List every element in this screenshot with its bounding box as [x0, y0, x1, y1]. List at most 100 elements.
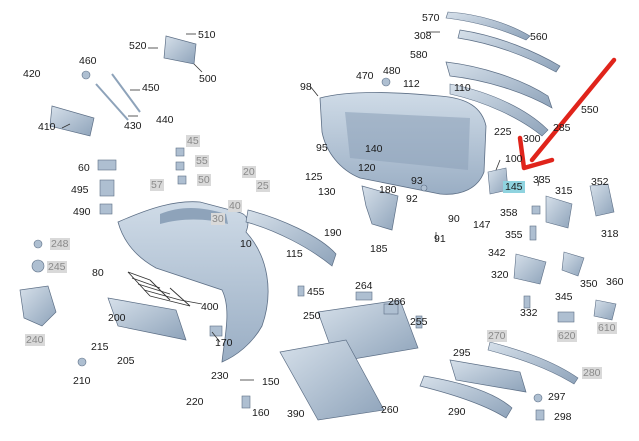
- part-label-25[interactable]: 25: [256, 180, 270, 192]
- part-label-210[interactable]: 210: [73, 375, 91, 387]
- part-label-455[interactable]: 455: [307, 286, 325, 298]
- part-label-98[interactable]: 98: [300, 81, 312, 93]
- part-label-350[interactable]: 350: [580, 278, 598, 290]
- part-label-297[interactable]: 297: [548, 391, 566, 403]
- part-label-495[interactable]: 495: [71, 184, 89, 196]
- part-label-248[interactable]: 248: [50, 238, 70, 250]
- part-label-80[interactable]: 80: [92, 267, 104, 279]
- part-label-112[interactable]: 112: [403, 78, 420, 90]
- part-label-20[interactable]: 20: [242, 166, 256, 178]
- part-label-345[interactable]: 345: [555, 291, 573, 303]
- underbody-cover-part: [279, 339, 385, 421]
- part-label-240[interactable]: 240: [25, 334, 45, 346]
- part-label-230[interactable]: 230: [211, 370, 229, 382]
- part-label-57[interactable]: 57: [150, 179, 164, 191]
- part-label-55[interactable]: 55: [195, 155, 209, 167]
- part-label-290[interactable]: 290: [448, 406, 466, 418]
- part-label-120[interactable]: 120: [358, 162, 376, 174]
- part-label-308[interactable]: 308: [414, 30, 432, 42]
- part-label-60[interactable]: 60: [78, 162, 90, 174]
- part-label-145[interactable]: 145: [503, 181, 525, 193]
- part-label-255[interactable]: 255: [410, 316, 428, 328]
- part-label-298[interactable]: 298: [554, 411, 572, 423]
- part-label-460[interactable]: 460: [79, 55, 97, 67]
- part-label-115[interactable]: 115: [286, 248, 303, 260]
- part-label-285[interactable]: 285: [553, 122, 571, 134]
- part-label-125[interactable]: 125: [305, 171, 323, 183]
- part-label-45[interactable]: 45: [186, 135, 200, 147]
- part-label-190[interactable]: 190: [324, 227, 342, 239]
- part-label-610[interactable]: 610: [597, 322, 617, 334]
- part-label-318[interactable]: 318: [601, 228, 619, 240]
- part-label-30[interactable]: 30: [211, 213, 225, 225]
- part-label-200[interactable]: 200: [108, 312, 126, 324]
- part-label-220[interactable]: 220: [186, 396, 204, 408]
- part-label-100[interactable]: 100: [505, 153, 523, 165]
- bumper-foil-part: [127, 271, 191, 307]
- part-label-320[interactable]: 320: [491, 269, 509, 281]
- part-label-358[interactable]: 358: [500, 207, 518, 219]
- part-label-270[interactable]: 270: [487, 330, 507, 342]
- part-label-40[interactable]: 40: [228, 200, 242, 212]
- part-label-352[interactable]: 352: [591, 176, 609, 188]
- part-label-170[interactable]: 170: [215, 337, 233, 349]
- part-label-550[interactable]: 550: [581, 104, 599, 116]
- side-mount-part: [589, 183, 615, 217]
- part-label-130[interactable]: 130: [318, 186, 336, 198]
- part-label-245[interactable]: 245: [47, 261, 67, 273]
- part-label-264[interactable]: 264: [355, 280, 373, 292]
- part-label-510[interactable]: 510: [198, 29, 216, 41]
- part-label-295[interactable]: 295: [453, 347, 471, 359]
- part-label-342[interactable]: 342: [488, 247, 506, 259]
- part-label-440[interactable]: 440: [156, 114, 174, 126]
- part-label-260[interactable]: 260: [381, 404, 399, 416]
- part-label-560[interactable]: 560: [530, 31, 548, 43]
- part-label-110[interactable]: 110: [454, 82, 471, 94]
- part-label-570[interactable]: 570: [422, 12, 440, 24]
- part-label-266[interactable]: 266: [388, 296, 406, 308]
- part-label-300[interactable]: 300: [523, 133, 541, 145]
- part-label-355[interactable]: 355: [505, 229, 523, 241]
- part-label-150[interactable]: 150: [262, 376, 280, 388]
- part-label-95[interactable]: 95: [316, 142, 328, 154]
- part-label-215[interactable]: 215: [91, 341, 109, 353]
- part-label-147[interactable]: 147: [473, 219, 491, 231]
- part-label-180[interactable]: 180: [379, 184, 397, 196]
- part-label-430[interactable]: 430: [124, 120, 142, 132]
- part-label-620[interactable]: 620: [557, 330, 577, 342]
- side-mount-part: [513, 253, 547, 285]
- part-label-520[interactable]: 520: [129, 40, 147, 52]
- spoiler-lip-part: [457, 29, 561, 73]
- part-label-410[interactable]: 410: [38, 121, 56, 133]
- part-label-400[interactable]: 400: [201, 301, 219, 313]
- part-label-390[interactable]: 390: [287, 408, 305, 420]
- side-mount-part: [545, 195, 573, 229]
- part-label-160[interactable]: 160: [252, 407, 270, 419]
- part-label-93[interactable]: 93: [411, 175, 423, 187]
- part-label-490[interactable]: 490: [73, 206, 91, 218]
- front-spoiler-part: [445, 61, 553, 109]
- part-label-280[interactable]: 280: [582, 367, 602, 379]
- part-label-500[interactable]: 500: [199, 73, 217, 85]
- part-label-315[interactable]: 315: [555, 185, 573, 197]
- part-label-91[interactable]: 91: [434, 233, 446, 245]
- part-label-480[interactable]: 480: [383, 65, 401, 77]
- part-label-420[interactable]: 420: [23, 68, 41, 80]
- part-label-470[interactable]: 470: [356, 70, 374, 82]
- part-label-225[interactable]: 225: [494, 126, 512, 138]
- part-label-50[interactable]: 50: [197, 174, 211, 186]
- part-label-90[interactable]: 90: [448, 213, 460, 225]
- part-label-10[interactable]: 10: [240, 238, 252, 250]
- bumper-bracket-part: [361, 185, 399, 231]
- part-label-450[interactable]: 450: [142, 82, 160, 94]
- part-label-92[interactable]: 92: [406, 193, 418, 205]
- part-label-360[interactable]: 360: [606, 276, 624, 288]
- part-label-332[interactable]: 332: [520, 307, 538, 319]
- part-label-185[interactable]: 185: [370, 243, 388, 255]
- part-label-250[interactable]: 250: [303, 310, 321, 322]
- part-label-140[interactable]: 140: [365, 143, 383, 155]
- part-label-580[interactable]: 580: [410, 49, 428, 61]
- part-label-205[interactable]: 205: [117, 355, 135, 367]
- part-label-335[interactable]: 335: [533, 174, 551, 186]
